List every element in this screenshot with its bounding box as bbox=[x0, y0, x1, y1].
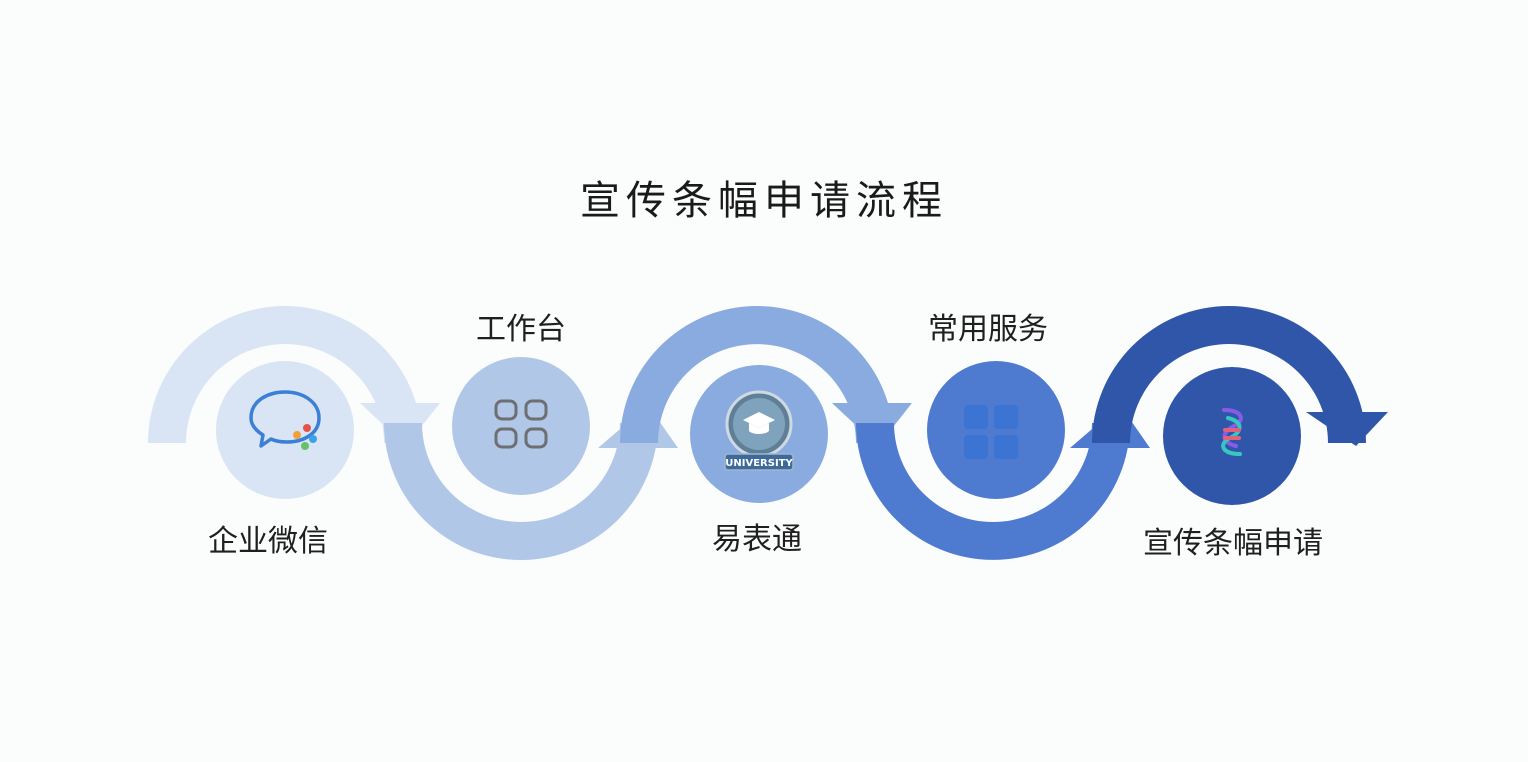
flow-arc-3 bbox=[620, 306, 894, 443]
step-2-circle bbox=[452, 357, 590, 495]
step-label-3: 易表通 bbox=[712, 522, 802, 557]
flow-arc-1 bbox=[148, 306, 422, 443]
university-badge-icon: UNIVERSITY bbox=[724, 390, 794, 471]
grid-outline-icon bbox=[494, 399, 548, 449]
step-label-2: 工作台 bbox=[476, 312, 566, 347]
grid-filled-icon bbox=[964, 405, 1018, 459]
flow-band bbox=[148, 306, 1388, 560]
wecom-chat-icon bbox=[249, 390, 321, 450]
helix-app-icon bbox=[1221, 408, 1243, 456]
step-label-1: 企业微信 bbox=[208, 524, 328, 559]
svg-text:UNIVERSITY: UNIVERSITY bbox=[725, 458, 793, 469]
flow-arrowhead-5 bbox=[1306, 412, 1388, 446]
flow-arc-2 bbox=[384, 423, 658, 560]
flow-arc-5 bbox=[1092, 306, 1366, 443]
page-title: 宣传条幅申请流程 bbox=[580, 178, 948, 224]
step-1-circle bbox=[216, 361, 354, 499]
step-label-5: 宣传条幅申请 bbox=[1143, 526, 1323, 561]
step-label-4: 常用服务 bbox=[928, 312, 1048, 347]
flow-arc-4 bbox=[856, 423, 1130, 560]
step-4-circle bbox=[927, 361, 1065, 499]
